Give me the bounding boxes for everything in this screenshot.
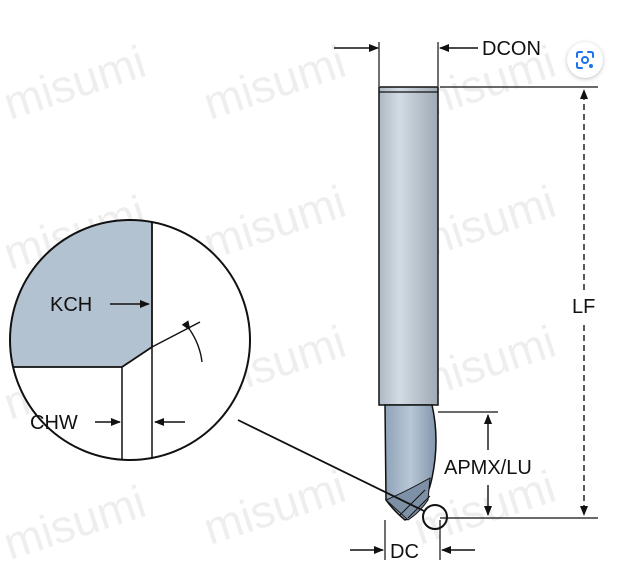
tool-shank: [378, 86, 439, 406]
svg-text:misumi: misumi: [197, 175, 352, 269]
lf-dimension: LF: [440, 86, 598, 519]
dc-dimension: DC: [350, 520, 475, 563]
apmx-lu-dimension: APMX/LU: [438, 411, 532, 516]
detail-leader-line: [237, 419, 425, 512]
visual-search-icon: [576, 51, 594, 69]
corner-detail-view: KCH CHW: [9, 219, 251, 461]
dc-label: DC: [390, 541, 419, 563]
svg-text:misumi: misumi: [0, 35, 152, 129]
svg-text:misumi: misumi: [197, 35, 352, 129]
lf-label: LF: [572, 296, 595, 318]
kch-label: KCH: [50, 294, 92, 316]
dcon-label: DCON: [482, 38, 541, 60]
dcon-dimension: DCON: [334, 38, 541, 86]
svg-text:misumi: misumi: [0, 475, 152, 569]
chw-label: CHW: [30, 412, 78, 434]
visual-search-button[interactable]: [567, 42, 603, 78]
svg-text:misumi: misumi: [197, 460, 352, 554]
apmx-lu-label: APMX/LU: [444, 457, 532, 479]
corner-detail-marker: [422, 504, 448, 530]
